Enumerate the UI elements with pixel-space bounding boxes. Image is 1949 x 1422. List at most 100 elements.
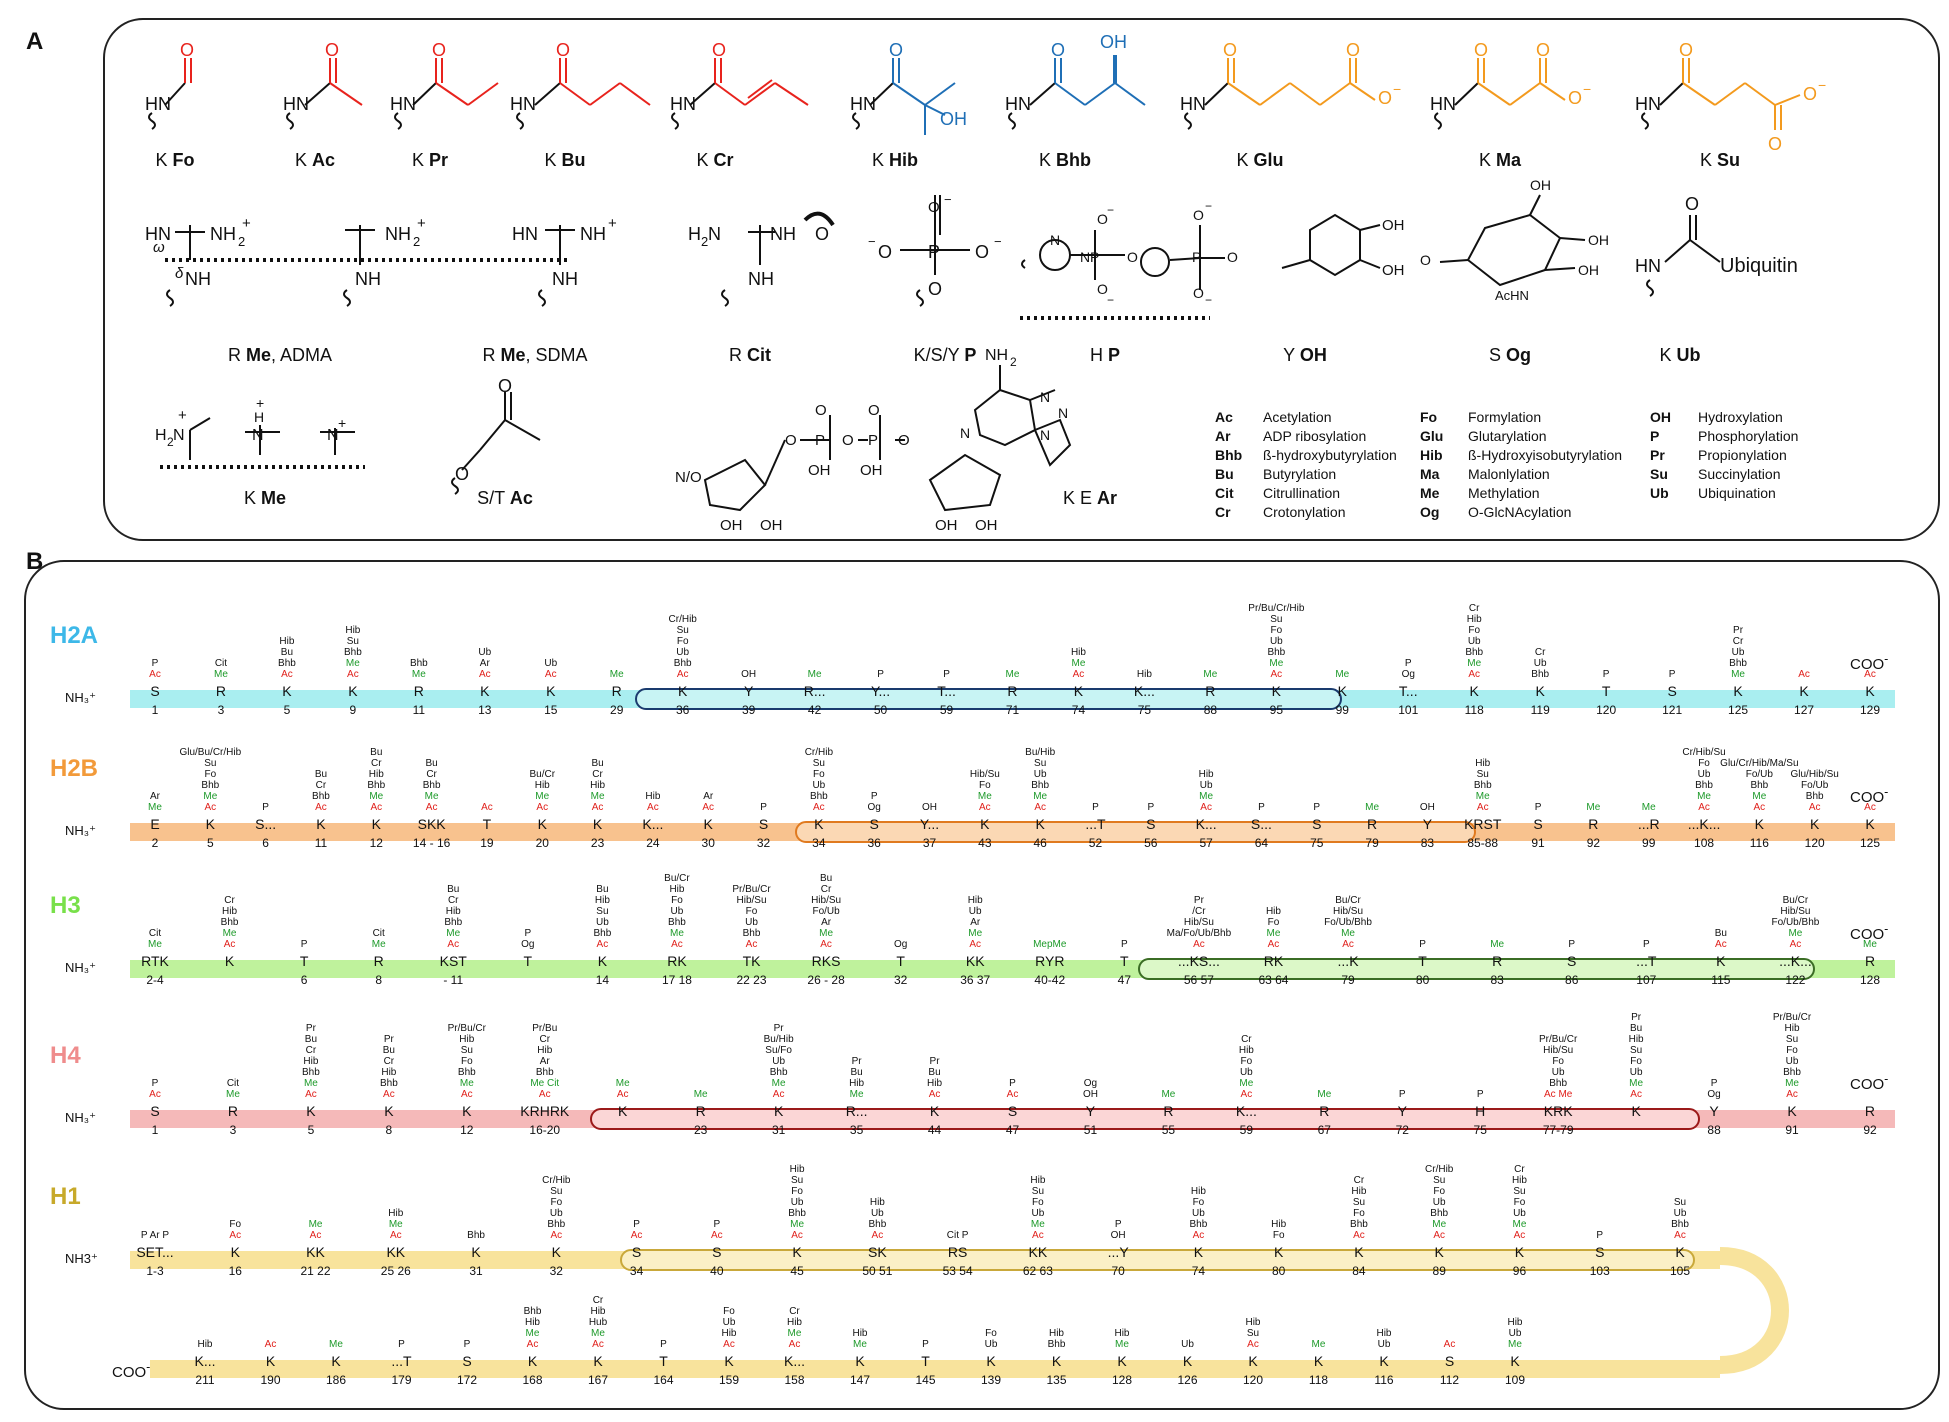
modification-label: Me [849,1089,864,1100]
residue-letter: K [678,683,688,699]
modification-label: Bu [1714,928,1727,939]
legend-abbrev: Cr [1215,504,1231,520]
modification-label: Me [329,1339,343,1350]
modification-label: Ac [389,1230,402,1241]
svg-text:HN: HN [145,94,171,114]
panel_a.acyl_labels-label: K Glu [1236,150,1283,171]
residue-letter: K [348,683,358,699]
residue-number: 122 [1785,973,1806,987]
residue-letter: S... [1250,816,1272,832]
modification-label: Glu/Cr/Hib/Ma/Su [1720,758,1799,769]
modification-label: Bhb [673,658,692,669]
modification-label: Me [1005,669,1020,680]
residue-number: 23 [590,836,605,850]
acetyl-structure [286,58,363,130]
panel_a.row2_labels-label: K/S/Y P [914,345,977,366]
modification-label: P [1009,1078,1016,1089]
modification-stack: P [1419,939,1426,950]
modification-label: Ar [539,1056,550,1067]
modification-label: Pr [851,1056,862,1067]
svg-text:H: H [688,224,701,244]
residue-text: K [243,488,261,508]
modification-label: P [1534,802,1542,813]
residue-letter: RK [667,953,687,969]
svg-text:N: N [327,427,339,444]
modification-label: P [300,939,308,950]
modification-abbrev: Me [500,345,526,365]
modification-label: Hib [669,884,685,895]
residue-letter: ...T [391,1353,412,1369]
svg-text:−: − [1107,293,1114,307]
residue-letter: K [855,1353,865,1369]
residue-letter: SK [868,1244,887,1260]
modification-stack: Me [610,669,624,680]
modification-label: Fo [229,1219,242,1230]
residue-letter: R [1367,816,1378,832]
modification-label: Hib [1245,1317,1261,1328]
residue-letter: K [1716,953,1726,969]
modification-label: Ac [383,1089,395,1100]
residue-letter: R [1864,1103,1876,1119]
modification-label: Su [1785,1034,1799,1045]
modification-label: Bhb [809,791,828,802]
coo-text: COO [1850,926,1885,943]
residue-text: Y [1283,345,1300,365]
histone-name: H3 [50,892,81,919]
residue-letter: K [792,1244,802,1260]
modification-abbrev: Ub [1676,345,1701,365]
residue-number: 190 [260,1373,281,1387]
modification-label: Hib [381,1067,397,1078]
residue-letter: K [1865,816,1875,832]
modification-label: Me [424,791,439,802]
residue-letter: Y [1422,816,1433,832]
modification-label: Ac [969,939,982,950]
residue-number: 2-4 [146,973,164,987]
residue-letter: K [471,1244,481,1260]
svg-text:−: − [994,234,1002,249]
residue-number: 46 [1033,836,1047,850]
formyl-structure [148,58,192,130]
panel_a.row2_labels-label: R Me, ADMA [228,345,332,366]
modification-abbrev: Ac [312,150,336,170]
modification-label: Fo [1267,917,1280,928]
modification-label: Bu [596,884,609,895]
residue-site: K...57 [1196,817,1217,850]
modification-label: Pr [1631,1012,1642,1023]
residue-letter: R [1163,1103,1174,1119]
residue-letter: K [316,816,326,832]
legend-abbrev: Hib [1420,447,1443,463]
modification-label: P [524,928,532,939]
modification-label: Bu/Cr [529,769,556,780]
modification-label: Hib [524,1317,541,1328]
residue-letter: Y... [870,683,891,699]
modification-label: Ac [1808,802,1821,813]
modification-label: Og [521,939,535,950]
residue-letter: S [712,1244,722,1260]
modification-label: Hib [1030,1175,1046,1186]
residue-number: 77-79 [1542,1123,1574,1137]
modification-label: Bhb [444,917,463,928]
modification-label: Hib [1114,1328,1130,1339]
modification-label: Bhb [1729,658,1747,669]
modification-stack: OH [741,669,756,680]
modification-label: Hib [1507,1317,1523,1328]
residue-number: 108 [1694,836,1715,850]
modification-label: Ac [309,1230,322,1241]
residue-number: 59 [939,703,954,717]
panel_a.row3_labels-label: K Me [244,488,286,509]
modification-label: Bhb [278,658,296,669]
modification-label: Hib [279,636,295,647]
modification-label: P [398,1339,405,1350]
modification-label: Cr/Hib [668,614,697,625]
